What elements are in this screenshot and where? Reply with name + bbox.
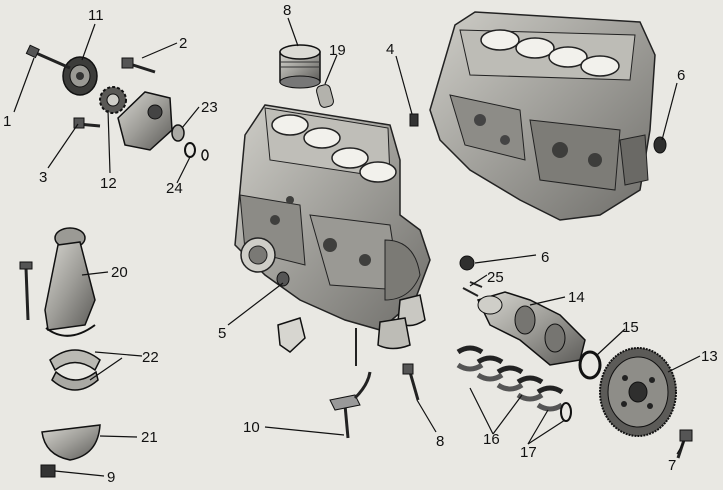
callout-13: 13 [701,348,718,365]
callout-1: 1 [3,113,11,130]
callout-22: 22 [142,349,159,366]
callout-8a: 8 [283,2,291,19]
callout-5: 5 [218,325,226,342]
oil-jet [277,317,306,353]
callout-23: 23 [201,99,218,116]
callout-16: 16 [483,431,500,448]
rod-bolt [19,261,33,321]
callout-8b: 8 [436,433,444,450]
crankshaft [462,281,586,366]
callout-20: 20 [111,264,128,281]
plug-5 [276,271,290,287]
connecting-rod [44,227,96,337]
timing-gear [99,86,127,114]
callout-10: 10 [243,419,260,436]
main-bearing-caps [355,294,426,366]
leader-lines [13,17,701,477]
callout-4: 4 [386,41,394,58]
plug-6-upper [653,136,667,154]
flywheel [599,347,677,437]
callout-2: 2 [179,35,187,52]
callout-15: 15 [622,319,639,336]
callout-25: 25 [487,269,504,286]
main-bearing-shells [456,345,564,412]
callout-9: 9 [107,469,115,486]
callout-19: 19 [329,42,346,59]
engine-block-main [234,104,431,331]
callout-11: 11 [88,7,104,24]
flywheel-bolt-7 [676,429,693,459]
callout-12: 12 [100,175,117,192]
idler-pulley [62,56,98,96]
bolt-3 [73,117,101,129]
washer-24 [184,142,209,161]
rod-bearing-shells [49,349,101,391]
piston [279,44,321,89]
callout-labels: 1 2 3 4 5 6 6 7 8 8 9 10 11 12 13 14 15 … [3,2,718,486]
bolt-2 [121,57,156,74]
callout-24: 24 [166,180,183,197]
rear-seal-15 [578,350,602,380]
front-cover [117,91,173,151]
engine-block-rear-view [429,11,656,221]
plug-6-lower [459,255,475,271]
cap-bolt-8 [402,363,420,401]
callout-6a: 6 [677,67,685,84]
callout-17: 17 [520,444,537,461]
callout-6b: 6 [541,249,549,266]
thrust-washers [560,402,572,422]
callout-3: 3 [39,169,47,186]
rod-nut [40,464,56,478]
bolt-1 [25,44,71,70]
callout-21: 21 [141,429,158,446]
callout-7: 7 [668,457,676,474]
plug-4 [409,113,419,127]
rod-cap [41,424,101,461]
callout-14: 14 [568,289,585,306]
oil-nozzle-10 [329,371,372,439]
piston-pin [316,84,334,108]
seal-23 [171,124,185,142]
